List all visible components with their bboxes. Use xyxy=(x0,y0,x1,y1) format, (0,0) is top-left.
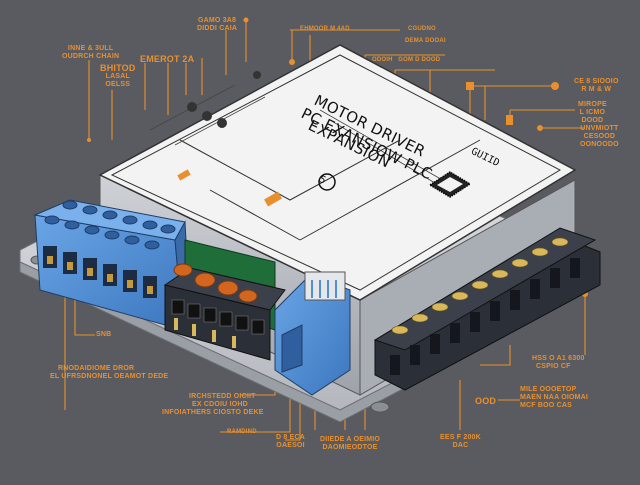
callout-top-left-2: BHITOD LASAL OELSS xyxy=(100,63,136,89)
blue-connector xyxy=(274,271,351,396)
callout-text: LASAL xyxy=(105,73,130,80)
callout-text: GAMO 3A8 xyxy=(197,17,237,24)
callout-bottom-right-1: HSS O A1 6300 CSPIO CF xyxy=(532,355,585,371)
badge-circle xyxy=(318,173,336,191)
ic-chip xyxy=(428,171,472,198)
callout-top-left-1: INNE & 3ULL OUDRCH CHAIN xyxy=(62,45,119,61)
mounting-hole xyxy=(370,401,390,413)
callout-text: MILE OOOETOP xyxy=(520,386,577,393)
callout-text: OELSS xyxy=(105,81,131,88)
callout-text: DAOMIEODTOE xyxy=(322,444,378,451)
callout-text: EX CDOIU IOHD xyxy=(192,401,248,408)
callout-text: INNE & 3ULL xyxy=(67,45,114,52)
callout-text: DIIEDE A OEIMIO xyxy=(320,436,381,443)
callout-text: DAC xyxy=(452,442,469,449)
callout-text: INFOIATHERS CIOSTO DEKE xyxy=(162,409,264,416)
callout-top-right-1: CGUDNO xyxy=(408,26,436,32)
callout-text: CSPIO CF xyxy=(536,363,571,370)
callout-bottom-right-2: OOD xyxy=(475,396,497,406)
callout-top-center-2: EHMOOR M 4AD xyxy=(300,26,350,32)
callout-bottom-right-4: EES F 200K DAC xyxy=(440,434,481,450)
callout-text: UNVMIOTT xyxy=(580,125,619,132)
callout-text: OAESOI xyxy=(276,442,305,449)
fuse-component xyxy=(264,191,282,207)
callout-text: GOM D DOOD xyxy=(398,57,441,63)
black-terminal-block xyxy=(373,227,601,391)
callout-text: R M & W xyxy=(581,86,612,93)
indicator-led xyxy=(253,71,261,79)
callout-top-left-3: EMEROT 2A xyxy=(140,54,195,64)
callout-bottom-center-2: DIIEDE A OEIMIO DAOMIEODTOE xyxy=(320,436,380,452)
callout-text: HSS O A1 6300 xyxy=(532,355,585,362)
callout-left-mid: SNB xyxy=(96,331,112,338)
callout-text: IRCHSTEDD OICIIT xyxy=(189,393,256,400)
callout-top-right-3: ODOIH GOM D DOOD xyxy=(372,57,440,64)
callout-right-1: CE 8 SIOOIO R M & W xyxy=(574,78,619,94)
callout-bottom-left-1: IRCHSTEDD OICIIT EX CDOIU IOHD INFOIATHE… xyxy=(162,393,264,417)
callout-text: BHITOD xyxy=(100,63,136,73)
indicator-led xyxy=(187,102,197,112)
callout-bottom-right-3: MILE OOOETOP MAEN NAA OIOMAI MCF BOO CAS xyxy=(520,386,588,410)
callout-text: MIROPE xyxy=(578,101,607,108)
pcb-relay-section xyxy=(163,239,286,361)
callout-text: EL UFRSDNONEL OEAMOT DEDE xyxy=(50,373,169,380)
indicator-led xyxy=(217,118,227,128)
callout-text: L ICMO xyxy=(579,109,606,116)
callout-left-bottom: RNODAIDIOME DROR EL UFRSDNONEL OEAMOT DE… xyxy=(50,365,168,381)
callout-text: DIDDI CAIA xyxy=(197,25,238,32)
callout-bottom-center-1: D 8 ECA OAESOI xyxy=(276,434,305,450)
fuse-component xyxy=(177,169,191,181)
callout-text: RNODAIDIOME DROR xyxy=(58,365,135,372)
callout-top-center-1: GAMO 3A8 DIDDI CAIA xyxy=(197,17,237,33)
callout-text: DOOD xyxy=(581,117,604,124)
callout-text: ODOIH xyxy=(372,57,393,63)
callout-text: CESOOD xyxy=(583,133,616,140)
indicator-led xyxy=(202,111,212,121)
callout-text: D 8 ECA xyxy=(276,434,306,441)
callout-text: OUDRCH CHAIN xyxy=(62,53,120,60)
blue-terminal-block xyxy=(33,199,191,332)
callout-text: MCF BOO CAS xyxy=(520,402,572,409)
callout-text: CE 8 SIOOIO xyxy=(574,78,619,85)
callout-right-2: MIROPE L ICMO DOOD xyxy=(578,101,607,125)
callout-bottom-left-2: RAMDIND xyxy=(227,429,257,435)
callout-text: MAEN NAA OIOMAI xyxy=(520,394,589,401)
callout-text: EES F 200K xyxy=(440,434,481,441)
callout-right-3: UNVMIOTT CESOOD OONOODO xyxy=(580,125,619,149)
callout-top-right-2: DEMA DOOAI xyxy=(405,38,446,44)
callout-text: OONOODO xyxy=(580,141,619,148)
